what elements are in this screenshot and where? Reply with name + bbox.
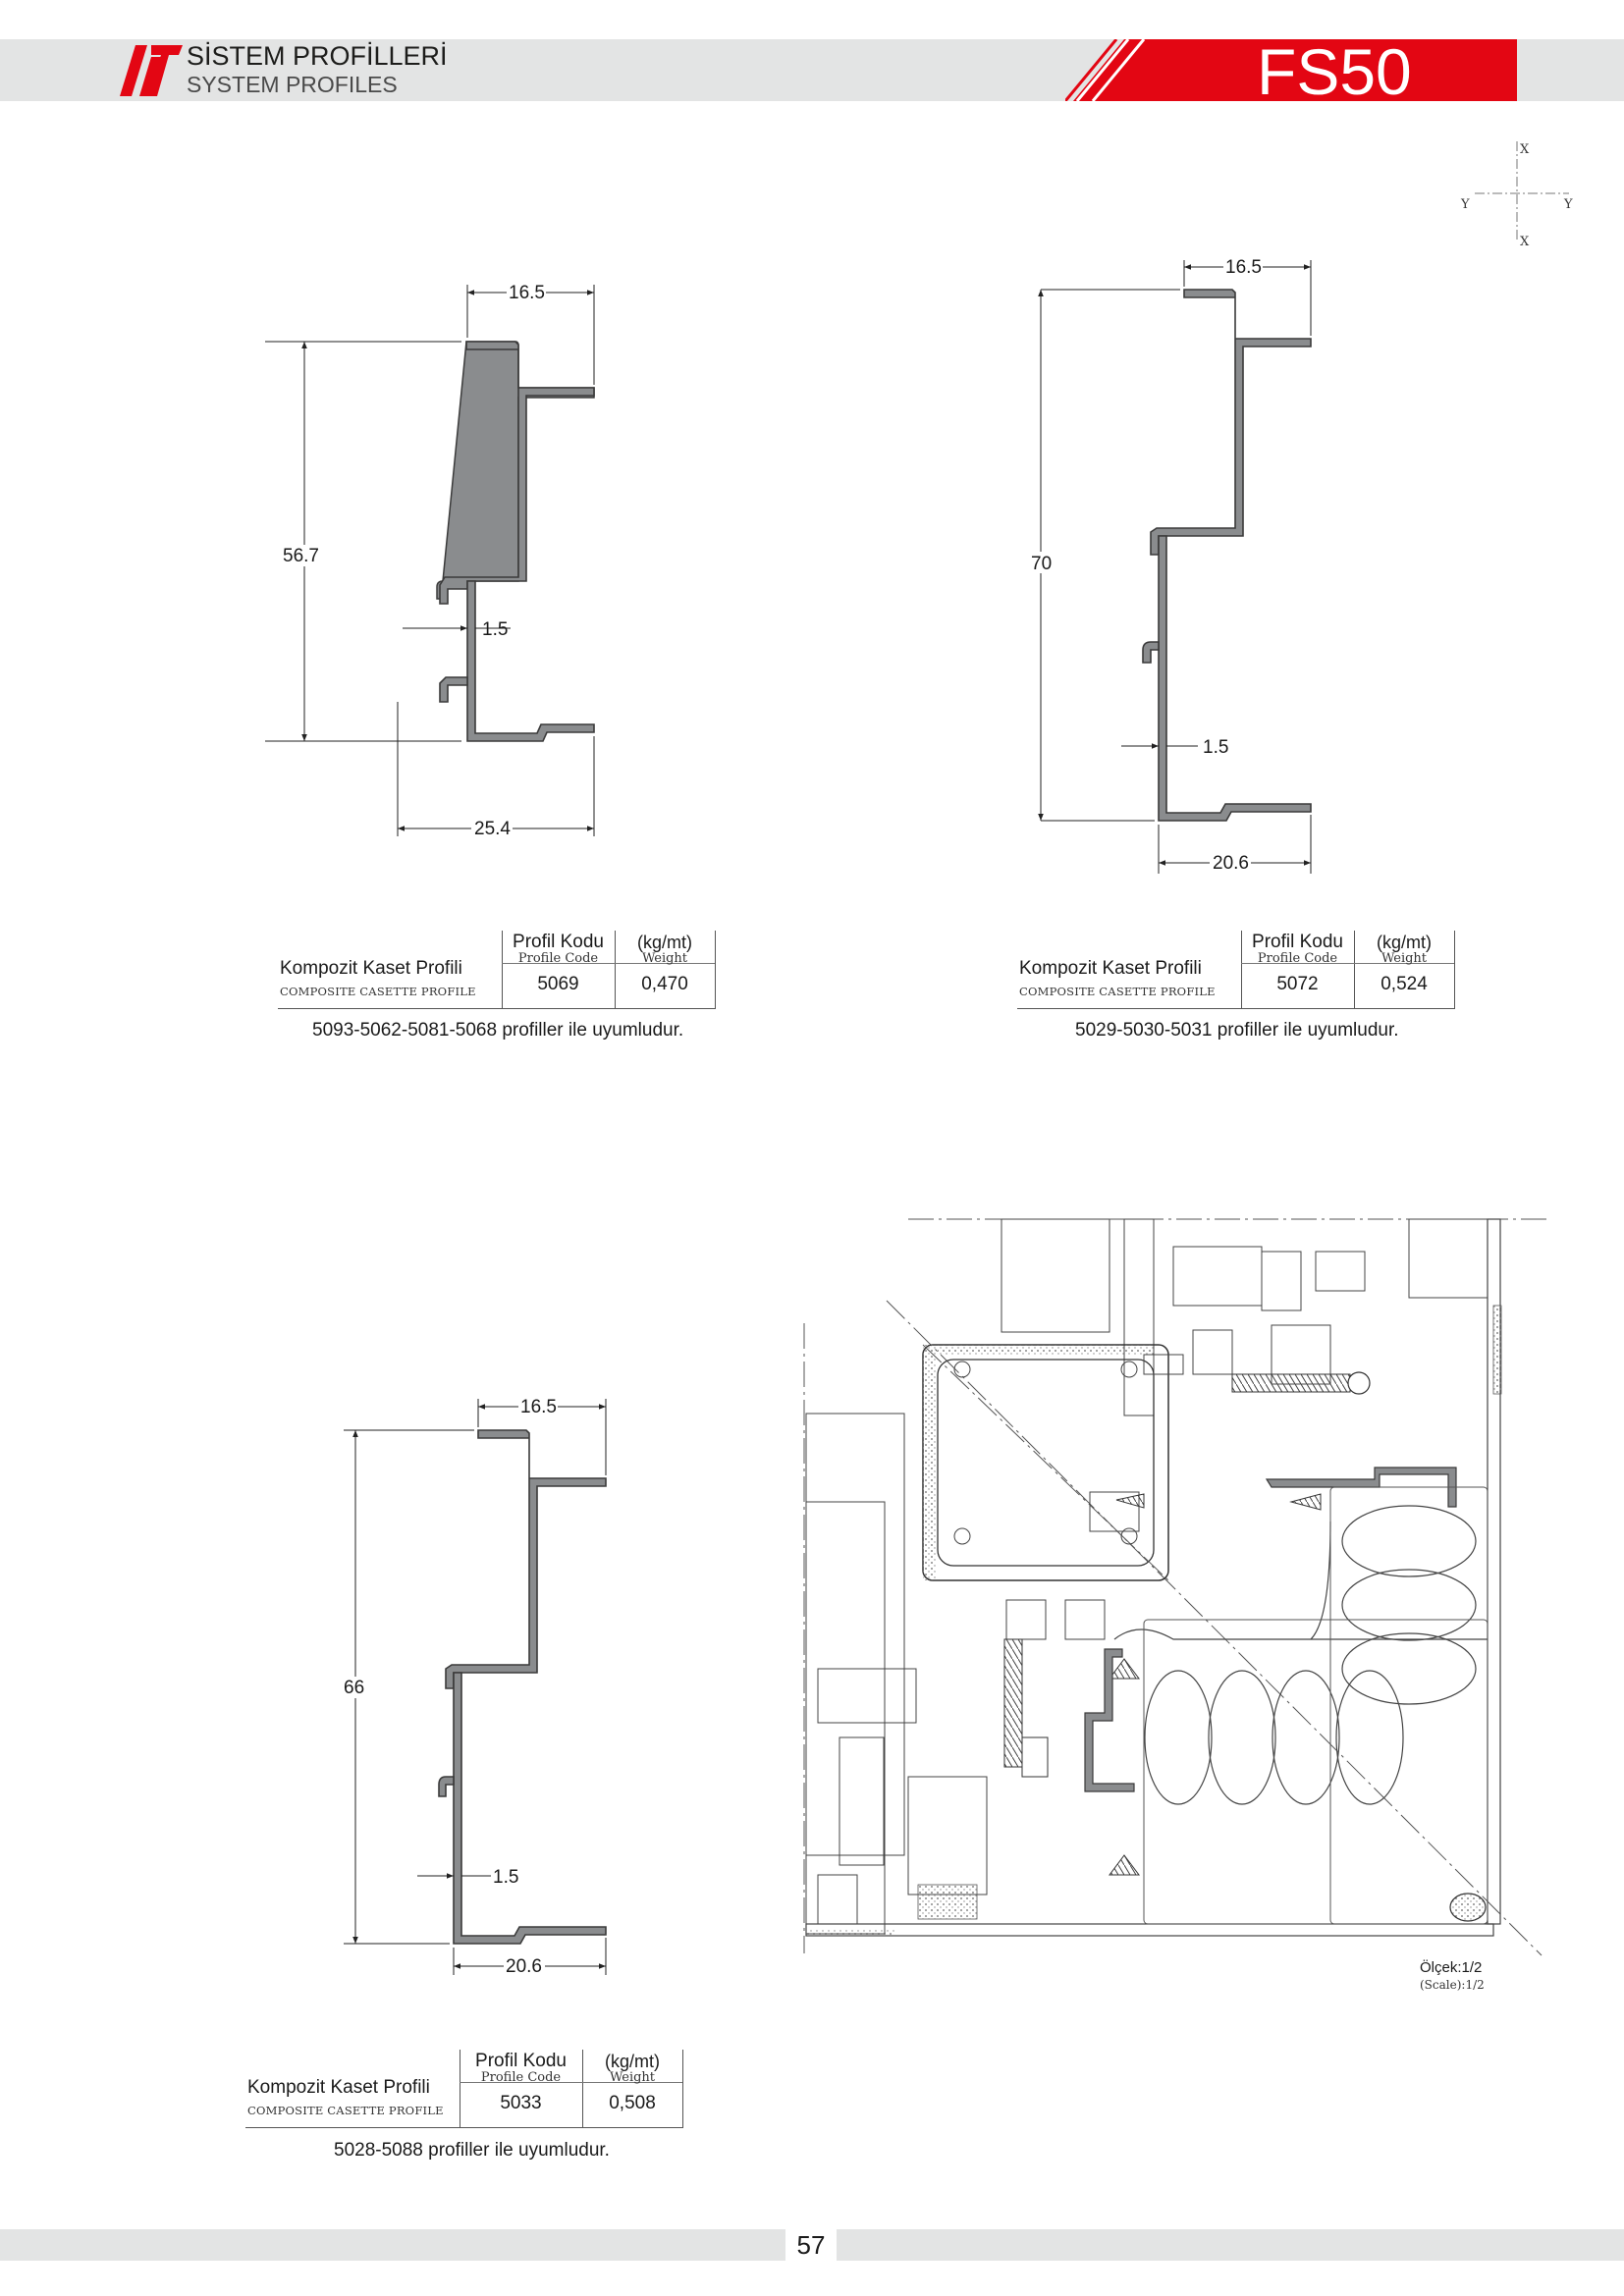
axis-legend-icon: X X Y Y [1460,141,1573,247]
assembly-detail-drawing [803,1218,1548,1956]
dim-top-width: 16.5 [509,283,545,303]
dim-bottom-width: 20.6 [506,1956,542,1977]
axis-x-bottom: X [1520,235,1530,247]
axis-x-top: X [1520,142,1530,157]
brand-title: SİSTEM PROFİLLERİ [187,41,448,71]
corner-gasket [1449,1893,1487,1922]
code-header: Profil Kodu [513,932,604,952]
profile-5069-shape [436,341,595,600]
dim-wall: 1.5 [482,619,508,640]
profile-name-en: COMPOSITE CASETTE PROFILE [247,2104,444,2117]
weight-header-en: Weight [641,951,688,966]
dim-height: 66 [344,1678,364,1698]
scale-label-en: (Scale):1/2 [1420,1978,1485,1992]
profile-name-en: COMPOSITE CASETTE PROFILE [280,985,476,998]
code-header: Profil Kodu [475,2051,567,2071]
profile-name: Kompozit Kaset Profili [280,958,462,979]
weight-header: (kg/mt) [637,933,692,952]
code-header: Profil Kodu [1252,932,1343,952]
profile-5072-shape [1142,289,1312,822]
profile-5033-drawing: 16.5 66 1.5 20.6 [344,1396,607,1977]
profile-5033-shape [438,1429,607,1945]
profile-5069-drawing: 16.5 56.7 1.5 25.4 [265,282,595,839]
profile-code: 5033 [500,2093,542,2113]
axis-y-right: Y [1563,197,1573,212]
dim-height: 56.7 [283,546,319,566]
series-banner [1065,39,1517,101]
profile-5072-compat: 5029-5030-5031 profiller ile uyumludur. [1075,1020,1399,1041]
logo-stroke-3 [147,45,183,96]
profile-5069-spec-table: Kompozit Kaset Profili COMPOSITE CASETTE… [278,931,739,1019]
dim-bottom-width: 25.4 [474,819,511,839]
series-title: FS50 [1257,35,1412,108]
axis-y-left: Y [1460,197,1470,212]
weight-header: (kg/mt) [605,2052,660,2071]
code-header-en: Profile Code [517,951,599,966]
profile-5033-compat: 5028-5088 profiller ile uyumludur. [334,2140,610,2161]
dim-wall: 1.5 [493,1867,518,1888]
weight-header-en: Weight [609,2070,656,2085]
profile-5033-spec-table: Kompozit Kaset Profili COMPOSITE CASETTE… [245,2050,707,2138]
screw-2 [1003,1638,1023,1768]
scale-label: Ölçek:1/2 [1420,1959,1483,1976]
cassette-profile-left [1084,1648,1135,1792]
profile-name-en: COMPOSITE CASETTE PROFILE [1019,985,1216,998]
profile-name: Kompozit Kaset Profili [247,2077,430,2098]
dim-height: 70 [1031,554,1052,574]
page-number: 57 [785,2224,837,2266]
weight-header: (kg/mt) [1377,933,1432,952]
profile-name: Kompozit Kaset Profili [1019,958,1202,979]
brand-logo [120,45,183,96]
bottom-panel [805,1923,1494,1937]
profile-5069-shape-main [439,341,595,742]
profile-5072-spec-table: Kompozit Kaset Profili COMPOSITE CASETTE… [1017,931,1479,1019]
center-line-diagonal [886,1300,1543,1956]
profile-5072-drawing: 16.5 70 1.5 20.6 [1031,257,1312,874]
profile-code: 5069 [537,974,579,994]
dim-top-width: 16.5 [520,1397,557,1417]
brand-subtitle: SYSTEM PROFILES [187,72,398,97]
weight-header-en: Weight [1380,951,1428,966]
profile-weight: 0,508 [609,2093,656,2113]
profile-weight: 0,524 [1380,974,1428,994]
dim-bottom-width: 20.6 [1213,853,1249,874]
dim-wall: 1.5 [1203,737,1228,758]
profile-5069-compat: 5093-5062-5081-5068 profiller ile uyumlu… [312,1020,684,1041]
profile-weight: 0,470 [641,974,688,994]
dim-top-width: 16.5 [1225,257,1262,278]
profile-code: 5072 [1276,974,1319,994]
screw-1 [1231,1373,1351,1393]
insulation-fill [1113,1505,1488,1805]
code-header-en: Profile Code [480,2070,562,2085]
logo-stroke-1 [120,45,147,96]
code-header-en: Profile Code [1257,951,1338,966]
